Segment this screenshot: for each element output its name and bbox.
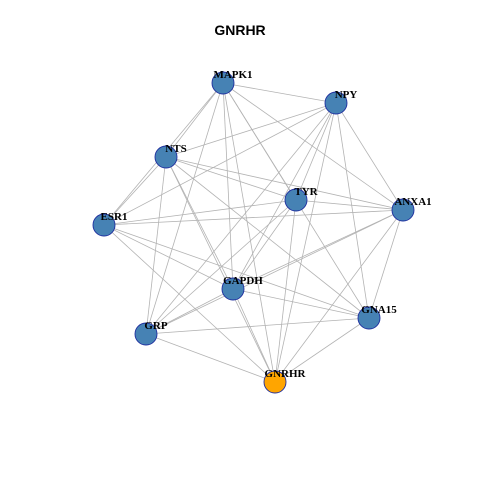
- edge-esr1-gapdh: [103, 224, 234, 290]
- edge-npy-nts: [165, 102, 337, 158]
- figure-title: GNRHR: [214, 22, 266, 38]
- node-esr1: [92, 213, 116, 237]
- edge-anxa1-grp: [145, 209, 404, 335]
- edge-nts-esr1: [103, 156, 167, 226]
- node-gapdh: [221, 277, 245, 301]
- edge-mapk1-anxa1: [222, 82, 404, 211]
- node-anxa1: [391, 198, 415, 222]
- edge-gapdh-gnrhr: [232, 288, 276, 383]
- edge-anxa1-gnrhr: [274, 209, 404, 383]
- node-label-anxa1: ANXA1: [394, 196, 431, 208]
- node-gna15: [357, 306, 381, 330]
- node-label-mapk1: MAPK1: [213, 69, 252, 81]
- edge-anxa1-gna15: [368, 209, 404, 319]
- node-mapk1: [211, 71, 235, 95]
- node-grp: [134, 322, 158, 346]
- edge-anxa1-esr1: [103, 209, 404, 226]
- edge-gna15-grp: [145, 317, 370, 335]
- edge-nts-gna15: [165, 156, 370, 319]
- node-npy: [324, 91, 348, 115]
- edge-gapdh-gna15: [232, 288, 370, 319]
- edge-tyr-esr1: [103, 199, 297, 226]
- edge-gna15-gnrhr: [274, 317, 370, 383]
- edge-mapk1-nts: [165, 82, 224, 158]
- edge-npy-gna15: [335, 102, 370, 319]
- node-label-tyr: TYR: [294, 186, 318, 198]
- node-label-gnrhr: GNRHR: [265, 368, 307, 380]
- edge-nts-gapdh: [165, 156, 234, 290]
- edge-esr1-gna15: [103, 224, 370, 319]
- edge-nts-gnrhr: [165, 156, 276, 383]
- edge-nts-anxa1: [165, 156, 404, 211]
- edge-npy-anxa1: [335, 102, 404, 211]
- node-tyr: [284, 188, 308, 212]
- edge-anxa1-gapdh: [232, 209, 404, 290]
- edge-tyr-anxa1: [295, 199, 404, 211]
- node-label-esr1: ESR1: [101, 211, 128, 223]
- edge-mapk1-grp: [145, 82, 224, 335]
- edge-npy-gnrhr: [274, 102, 337, 383]
- edge-nts-grp: [145, 156, 167, 335]
- edge-grp-gnrhr: [145, 333, 276, 383]
- edge-layer: [103, 82, 404, 383]
- node-nts: [154, 145, 178, 169]
- edge-gapdh-grp: [145, 288, 234, 335]
- node-label-grp: GRP: [144, 320, 168, 332]
- edge-tyr-grp: [145, 199, 297, 335]
- edge-nts-tyr: [165, 156, 297, 201]
- edge-mapk1-npy: [222, 82, 337, 104]
- node-label-gapdh: GAPDH: [223, 275, 263, 287]
- node-layer: [92, 71, 415, 394]
- node-label-gna15: GNA15: [361, 304, 397, 316]
- node-label-nts: NTS: [165, 143, 186, 155]
- edge-mapk1-gapdh: [222, 82, 234, 290]
- edge-tyr-gnrhr: [274, 199, 297, 383]
- edge-mapk1-gnrhr: [222, 82, 276, 383]
- node-label-npy: NPY: [335, 89, 358, 101]
- edge-npy-tyr: [295, 102, 337, 201]
- node-gnrhr: [263, 370, 287, 394]
- edge-esr1-gnrhr: [103, 224, 276, 383]
- edge-npy-esr1: [103, 102, 337, 226]
